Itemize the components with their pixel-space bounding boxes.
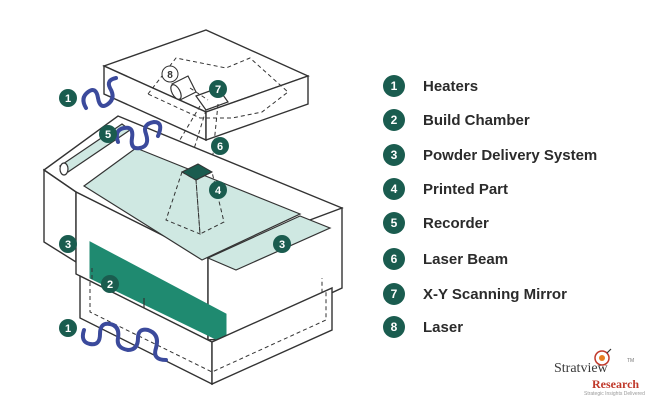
- legend-number-badge: 7: [383, 283, 405, 305]
- logo-brand: Stratview: [554, 361, 608, 376]
- printed-part: [165, 163, 225, 235]
- logo-tagline: Strategic Insights Delivered: [584, 391, 645, 397]
- powder-bed: [82, 147, 302, 261]
- callout-laser-label: 8: [167, 70, 173, 81]
- callout-laser-beam: 6: [211, 137, 229, 155]
- callout-heater-bottom: 1: [59, 319, 77, 337]
- legend-label: Build Chamber: [423, 111, 530, 129]
- callout-powder-left-label: 3: [65, 239, 71, 251]
- legend-label: Recorder: [423, 214, 489, 232]
- legend-label: Laser: [423, 318, 464, 336]
- legend-item-laser: 8 Laser: [383, 315, 463, 339]
- legend-item-laser-beam: 6 Laser Beam: [383, 247, 508, 271]
- callout-mirror: 7: [209, 80, 227, 98]
- callout-powder-right: 3: [273, 235, 291, 253]
- legend-number-badge: 2: [383, 109, 405, 131]
- stratview-logo: Stratview TM Research Strategic Insights…: [548, 344, 645, 398]
- legend-item-build-chamber: 2 Build Chamber: [383, 108, 530, 132]
- logo-tm: TM: [627, 358, 635, 364]
- legend-item-recorder: 5 Recorder: [383, 211, 489, 235]
- callout-build-chamber: 2: [101, 275, 119, 293]
- callout-powder-right-label: 3: [279, 239, 285, 251]
- legend-label: Heaters: [423, 77, 479, 95]
- legend-label: Printed Part: [423, 180, 509, 198]
- logo-research: Research: [592, 377, 640, 391]
- powder-delivery-right: [206, 215, 332, 271]
- legend-number-badge: 8: [383, 316, 405, 338]
- logo-mark-icon: [594, 348, 612, 366]
- legend-number-badge: 5: [383, 212, 405, 234]
- callout-printed-part: 4: [209, 181, 227, 199]
- callout-laser: 8: [161, 65, 179, 83]
- callout-heater-top: 1: [59, 89, 77, 107]
- heater-coil-top: [81, 76, 118, 110]
- legend-number-badge: 3: [383, 144, 405, 166]
- legend-label: Laser Beam: [423, 250, 509, 268]
- heater-coil-recorder: [114, 119, 163, 151]
- callout-mirror-label: 7: [215, 84, 221, 96]
- callout-recorder-label: 5: [105, 129, 111, 141]
- legend-number-badge: 1: [383, 75, 405, 97]
- callout-printed-part-label: 4: [215, 185, 222, 197]
- legend-item-printed-part: 4 Printed Part: [383, 177, 508, 201]
- legend-item-xy-mirror: 7 X-Y Scanning Mirror: [383, 282, 567, 306]
- callout-build-chamber-label: 2: [107, 279, 113, 291]
- callout-laser-beam-label: 6: [217, 141, 223, 153]
- callout-heater-bottom-label: 1: [65, 323, 71, 335]
- heater-coil-bottom: [80, 321, 168, 362]
- legend-number-badge: 6: [383, 248, 405, 270]
- legend-item-heaters: 1 Heaters: [383, 74, 478, 98]
- legend-label: Powder Delivery System: [423, 146, 598, 164]
- laser: [170, 75, 197, 101]
- callout-heater-top-label: 1: [65, 93, 71, 105]
- legend-number-badge: 4: [383, 178, 405, 200]
- laser-housing: [102, 29, 310, 142]
- legend-label: X-Y Scanning Mirror: [423, 285, 567, 303]
- legend-item-powder-delivery: 3 Powder Delivery System: [383, 143, 597, 167]
- callout-recorder: 5: [99, 125, 117, 143]
- callout-powder-left: 3: [59, 235, 77, 253]
